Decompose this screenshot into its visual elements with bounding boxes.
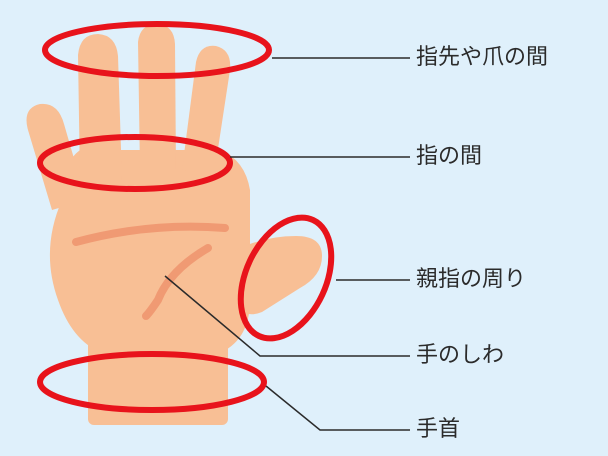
palm-crease-upper [72,222,229,246]
wrist-highlight [37,351,267,413]
leader-palm-creases [164,275,410,357]
label-between-fingers: 指の間 [416,144,483,169]
label-fingertips: 指先や爪の間 [416,45,549,70]
ring-finger [78,34,122,180]
fingertips-highlight [42,21,272,79]
label-wrist: 手首 [416,417,461,442]
middle-finger [138,24,176,170]
label-around-thumb: 親指の周り [416,267,527,292]
palm-crease-lower [142,244,212,320]
palm-shape [49,150,251,352]
leader-wrist [265,385,410,431]
thumb-highlight [237,214,335,342]
between-fingers-highlight [37,134,233,192]
label-palm-creases: 手のしわ [416,343,505,368]
